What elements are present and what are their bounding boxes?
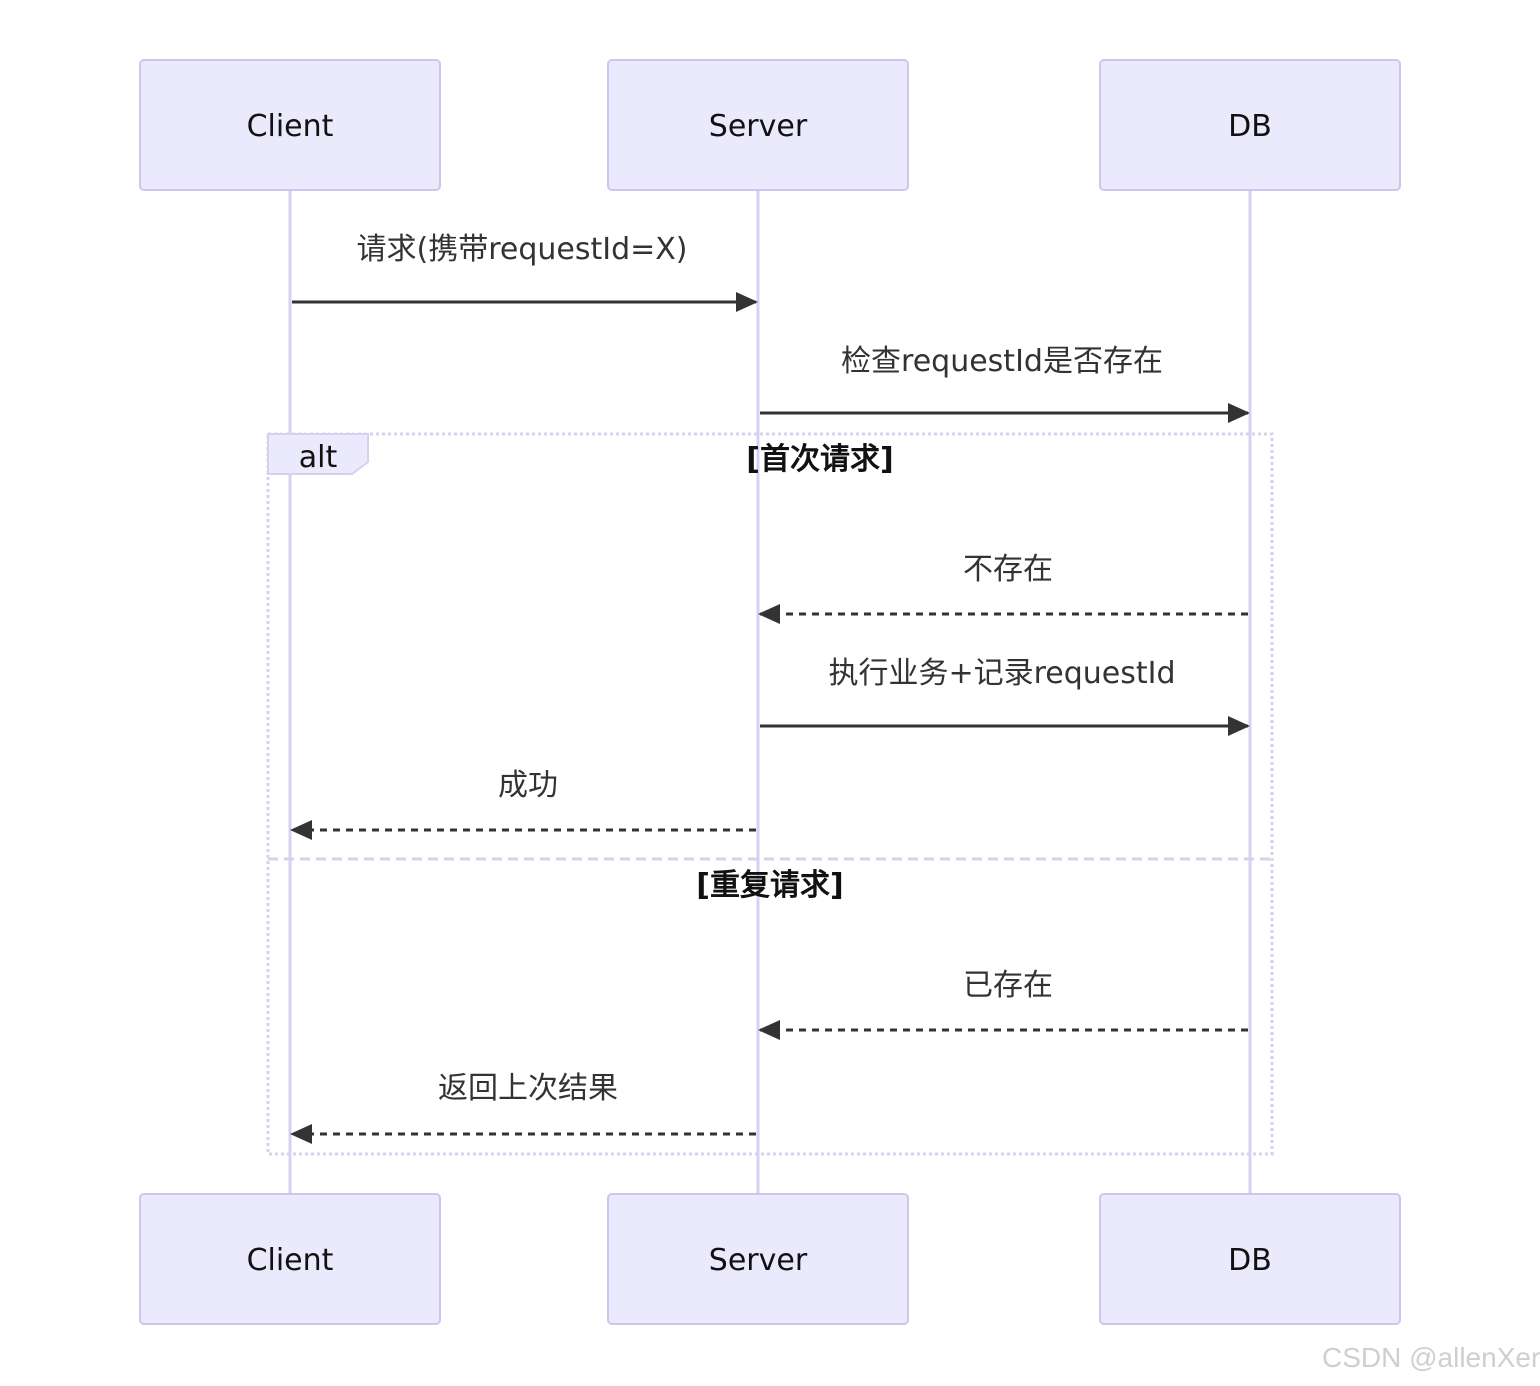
- actor-box: [1099, 1193, 1401, 1325]
- actor-box: [1099, 59, 1401, 191]
- message-request: 请求(携带requestId=X): [292, 232, 758, 312]
- message-success: 成功: [290, 768, 756, 840]
- actor-client-bottom: Client: [139, 1193, 441, 1325]
- actor-label: Server: [709, 1243, 808, 1278]
- actor-label: Client: [247, 109, 334, 144]
- actor-box: [607, 59, 909, 191]
- message-check: 检查requestId是否存在: [760, 344, 1250, 423]
- alt-frame: [266, 432, 1274, 1156]
- message-label: 执行业务+记录requestId: [828, 656, 1175, 691]
- message-label: 请求(携带requestId=X): [356, 232, 687, 267]
- actor-db-bottom: DB: [1099, 1193, 1401, 1325]
- actor-db-top: DB: [1099, 59, 1401, 191]
- actor-box: [139, 1193, 441, 1325]
- actor-server-bottom: Server: [607, 1193, 909, 1325]
- actor-label: Client: [247, 1243, 334, 1278]
- actor-box: [139, 59, 441, 191]
- actor-label: Server: [709, 109, 808, 144]
- alt-keyword: alt: [299, 440, 338, 475]
- message-execute-and-record: 执行业务+记录requestId: [760, 656, 1250, 736]
- alt-condition-first: [首次请求]: [746, 442, 893, 477]
- message-return-previous-result: 返回上次结果: [290, 1071, 756, 1144]
- actor-box: [607, 1193, 909, 1325]
- actor-server-top: Server: [607, 59, 909, 191]
- message-label: 检查requestId是否存在: [841, 344, 1163, 379]
- message-label: 不存在: [963, 552, 1053, 587]
- alt-block: alt [首次请求] [重复请求]: [266, 432, 1274, 1156]
- actor-label: DB: [1228, 1243, 1272, 1278]
- message-label: 已存在: [963, 968, 1053, 1003]
- actor-client-top: Client: [139, 59, 441, 191]
- alt-tab: [267, 433, 369, 475]
- alt-condition-repeat: [重复请求]: [696, 868, 843, 903]
- message-label: 返回上次结果: [438, 1071, 618, 1106]
- message-not-exist: 不存在: [758, 552, 1248, 624]
- message-label: 成功: [498, 768, 558, 803]
- actor-label: DB: [1228, 109, 1272, 144]
- watermark: CSDN @allenXer: [1322, 1342, 1540, 1373]
- message-already-exists: 已存在: [758, 968, 1248, 1040]
